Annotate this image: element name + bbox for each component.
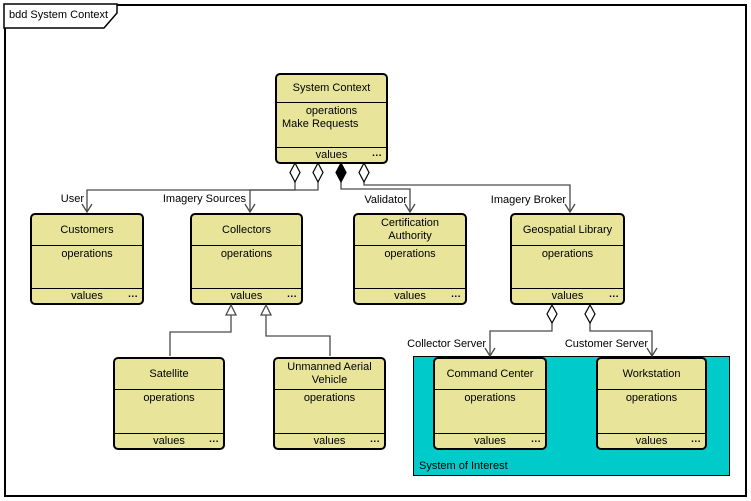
values-compartment[interactable]: values ... [192,288,301,303]
block-collectors[interactable]: Collectors operations values ... [190,213,303,305]
operations-compartment: operations [435,389,545,433]
expand-ellipsis[interactable]: ... [209,434,219,445]
block-command-center[interactable]: Command Center operations values ... [433,357,547,450]
role-label-imagery-sources: Imagery Sources [162,193,246,205]
block-certification-authority[interactable]: Certification Authority operations value… [353,213,467,305]
role-label-collector-server: Collector Server [407,338,486,350]
block-title: Collectors [222,223,271,236]
block-unmanned-aerial-vehicle[interactable]: Unmanned Aerial Vehicle operations value… [273,357,386,450]
values-compartment[interactable]: values ... [355,288,465,303]
values-compartment[interactable]: values ... [512,288,623,303]
role-label-customer-server: Customer Server [564,338,648,350]
block-title: Certification Authority [380,217,440,242]
frame-title: bdd System Context [9,9,109,21]
block-title: Customers [60,223,114,236]
region-label: System of Interest [419,460,508,472]
expand-ellipsis[interactable]: ... [287,289,297,300]
block-title: Geospatial Library [522,223,613,236]
operations-compartment: operations [598,389,705,433]
values-compartment[interactable]: values ... [32,288,142,303]
operations-compartment: operations [115,389,223,433]
block-customers[interactable]: Customers operations values ... [30,213,144,305]
values-compartment[interactable]: values ... [275,433,384,448]
block-title: Command Center [446,367,534,380]
expand-ellipsis[interactable]: ... [372,148,382,159]
role-label-validator: Validator [364,194,407,206]
block-title: Workstation [622,367,681,380]
values-compartment[interactable]: values ... [435,433,545,448]
expand-ellipsis[interactable]: ... [370,434,380,445]
operations-compartment: operations [355,245,465,288]
operations-compartment: operations [275,389,384,433]
role-label-user: User [60,193,84,205]
block-title: Unmanned Aerial Vehicle [287,361,372,386]
values-compartment[interactable]: values ... [277,147,386,162]
block-system-context[interactable]: System Context operations Make Requests … [275,73,388,164]
block-geospatial-library[interactable]: Geospatial Library operations values ... [510,213,625,305]
block-workstation[interactable]: Workstation operations values ... [596,357,707,450]
values-compartment[interactable]: values ... [115,433,223,448]
block-title: Satellite [149,367,189,380]
block-title: System Context [292,82,371,94]
expand-ellipsis[interactable]: ... [451,289,461,300]
block-satellite[interactable]: Satellite operations values ... [113,357,225,450]
expand-ellipsis[interactable]: ... [691,434,701,445]
expand-ellipsis[interactable]: ... [531,434,541,445]
expand-ellipsis[interactable]: ... [609,289,619,300]
operations-compartment: operations [192,245,301,288]
expand-ellipsis[interactable]: ... [128,289,138,300]
operations-compartment: operations Make Requests [277,102,386,147]
operation-item: Make Requests [282,118,359,130]
values-compartment[interactable]: values ... [598,433,705,448]
role-label-imagery-broker: Imagery Broker [490,194,566,206]
operations-compartment: operations [32,245,142,288]
operations-compartment: operations [512,245,623,288]
